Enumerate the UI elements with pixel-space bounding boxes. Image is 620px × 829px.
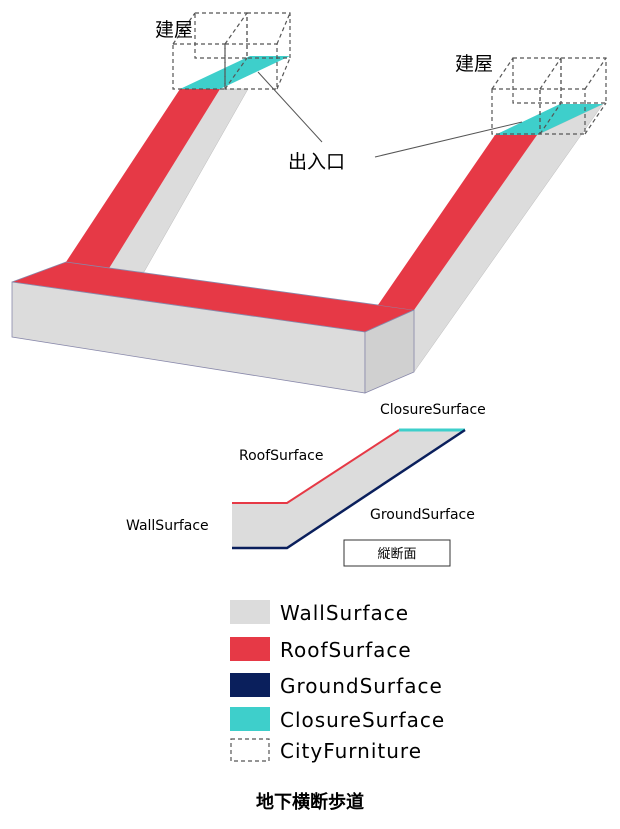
tunnel-3d: [11, 56, 604, 394]
entrance-label: 出入口: [288, 151, 345, 173]
section-label-closure: ClosureSurface: [380, 402, 486, 418]
legend-label-ground: GroundSurface: [280, 674, 443, 698]
legend-item-wall: WallSurface: [230, 600, 409, 625]
section-roof-line: [232, 429, 400, 504]
legend-label-wall: WallSurface: [280, 601, 409, 625]
building-label-left: 建屋: [155, 19, 193, 41]
left-ramp-roof: [66, 89, 220, 270]
diagram-caption: 地下横断歩道: [256, 791, 364, 813]
legend-swatch-wall: [230, 600, 270, 624]
legend-swatch-roof: [230, 637, 270, 661]
left-building-boxes: [172, 12, 291, 90]
legend-swatch-ground: [230, 673, 270, 697]
section-label-roof: RoofSurface: [239, 448, 324, 464]
legend-label-furniture: CityFurniture: [280, 739, 422, 763]
legend-swatch-closure: [230, 707, 270, 731]
section-box: [343, 539, 451, 567]
legend-swatch-furniture: [230, 738, 270, 762]
legend: WallSurface RoofSurface GroundSurface Cl…: [230, 600, 445, 763]
section-ground-line: [232, 428, 466, 550]
callout-lines: [257, 71, 523, 158]
legend-item-ground: GroundSurface: [230, 673, 443, 698]
right-building-boxes: [491, 57, 607, 135]
left-closure-surface: [180, 56, 290, 89]
legend-label-closure: ClosureSurface: [280, 708, 445, 732]
section-label-wall: WallSurface: [126, 518, 209, 534]
legend-label-roof: RoofSurface: [280, 638, 412, 662]
section-diagram: [232, 428, 466, 550]
legend-item-closure: ClosureSurface: [230, 707, 445, 732]
section-label-ground: GroundSurface: [370, 507, 475, 523]
slab-end-wall: [364, 309, 415, 394]
building-label-right: 建屋: [455, 53, 493, 75]
legend-item-roof: RoofSurface: [230, 637, 412, 662]
legend-item-furniture: CityFurniture: [230, 738, 422, 763]
right-closure-surface: [495, 104, 603, 135]
right-ramp-roof: [378, 135, 537, 310]
section-wall-fill: [232, 430, 465, 548]
section-box-label: 縦断面: [377, 547, 416, 562]
